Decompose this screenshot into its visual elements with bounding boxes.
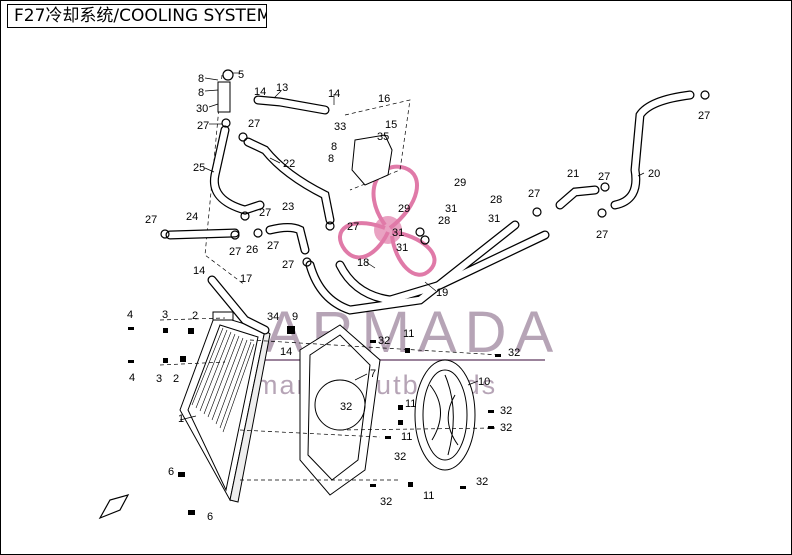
label-29: 29 <box>454 177 466 189</box>
label-31: 31 <box>396 242 408 254</box>
label-15: 15 <box>385 119 397 131</box>
label-9: 9 <box>292 311 298 323</box>
label-28: 28 <box>490 194 502 206</box>
label-2: 2 <box>173 373 179 385</box>
label-11: 11 <box>423 490 434 502</box>
label-17: 17 <box>240 273 252 285</box>
label-27: 27 <box>259 207 271 219</box>
label-25: 25 <box>193 162 205 174</box>
label-4: 4 <box>129 372 135 384</box>
label-31: 31 <box>392 227 404 239</box>
label-14: 14 <box>328 88 340 100</box>
label-8: 8 <box>198 87 204 99</box>
label-32: 32 <box>508 347 520 359</box>
label-32: 32 <box>380 496 392 508</box>
label-13: 13 <box>276 82 288 94</box>
label-26: 26 <box>246 244 258 256</box>
label-19: 19 <box>436 287 448 299</box>
expansion-tank <box>351 134 393 186</box>
label-32: 32 <box>500 405 512 417</box>
filler-neck <box>217 81 231 113</box>
label-11: 11 <box>405 398 416 410</box>
fan-assembly <box>414 359 476 471</box>
label-27: 27 <box>596 229 608 241</box>
label-27: 27 <box>145 214 157 226</box>
label-35: 35 <box>377 131 389 143</box>
label-3: 3 <box>162 309 168 321</box>
label-32: 32 <box>378 335 390 347</box>
label-28: 28 <box>438 215 450 227</box>
label-32: 32 <box>394 451 406 463</box>
label-27: 27 <box>528 188 540 200</box>
label-27: 27 <box>248 118 260 130</box>
label-7: 7 <box>370 368 376 380</box>
hose-clamps <box>160 69 710 267</box>
watermark-logo <box>338 164 437 277</box>
label-14: 14 <box>254 86 266 98</box>
label-10: 10 <box>478 376 490 388</box>
label-3: 3 <box>156 373 162 385</box>
label-18: 18 <box>357 257 369 269</box>
label-30: 30 <box>196 103 208 115</box>
label-24: 24 <box>186 211 198 223</box>
label-11: 11 <box>401 431 412 443</box>
hoses-fill <box>166 91 694 334</box>
fasteners <box>128 326 501 515</box>
label-14: 14 <box>280 346 292 358</box>
label-16: 16 <box>378 93 390 105</box>
label-8: 8 <box>331 141 337 153</box>
radiator <box>179 311 271 503</box>
label-6: 6 <box>168 466 174 478</box>
label-27: 27 <box>229 246 241 258</box>
part-labels: 1 2 2 3 3 4 4 5 6 6 7 8 8 8 8 9 10 11 11… <box>127 69 710 523</box>
label-23: 23 <box>282 201 294 213</box>
label-27: 27 <box>197 120 209 132</box>
label-2: 2 <box>192 310 198 322</box>
label-31: 31 <box>445 203 457 215</box>
label-14: 14 <box>193 265 205 277</box>
label-6: 6 <box>207 511 213 523</box>
label-27: 27 <box>698 110 710 122</box>
label-20: 20 <box>648 168 660 180</box>
label-33: 33 <box>334 121 346 133</box>
label-27: 27 <box>598 171 610 183</box>
label-29: 29 <box>398 203 410 215</box>
leader-lines <box>179 72 645 421</box>
parts-drawing <box>98 69 710 520</box>
label-31: 31 <box>488 213 500 225</box>
label-27: 27 <box>267 240 279 252</box>
direction-arrow-icon <box>98 494 130 520</box>
page-title: F27冷却系统/COOLING SYSTEM <box>7 4 267 28</box>
label-4: 4 <box>127 309 133 321</box>
label-5: 5 <box>238 69 244 81</box>
label-32: 32 <box>500 422 512 434</box>
label-21: 21 <box>567 168 579 180</box>
label-8: 8 <box>328 153 334 165</box>
label-11: 11 <box>403 328 414 340</box>
label-32: 32 <box>476 476 488 488</box>
label-32: 32 <box>340 401 352 413</box>
label-27: 27 <box>347 221 359 233</box>
label-34: 34 <box>267 311 279 323</box>
label-27: 27 <box>282 259 294 271</box>
label-22: 22 <box>283 158 295 170</box>
label-1: 1 <box>178 413 184 425</box>
label-8: 8 <box>198 73 204 85</box>
